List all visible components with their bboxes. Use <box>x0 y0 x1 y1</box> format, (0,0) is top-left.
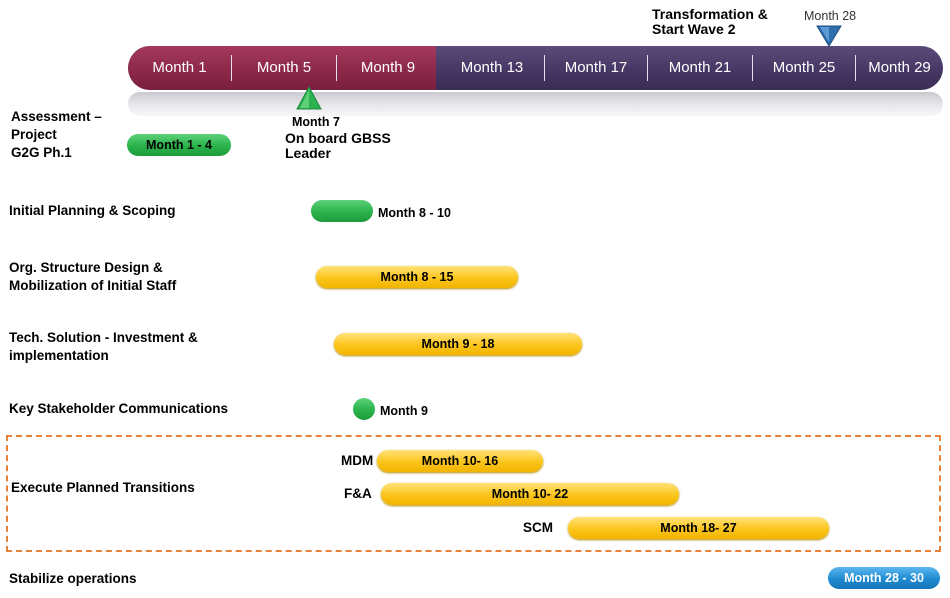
bar-comms-text: Month 9 <box>380 404 428 418</box>
timeline-month-29: Month 29 <box>868 59 931 76</box>
timeline-bar: Month 1 Month 5 Month 9 Month 13 Month 1… <box>128 46 943 90</box>
assessment-line1: Assessment – <box>11 109 102 124</box>
top-milestone-label: Transformation & Start Wave 2 <box>652 7 768 37</box>
timeline-month-25: Month 25 <box>772 59 836 76</box>
timeline-month-5: Month 5 <box>256 59 312 76</box>
bar-mdm: Month 10- 16 <box>377 450 543 472</box>
bottom-milestone-line2: Leader <box>285 145 331 161</box>
row-label-assessment: Assessment – Project G2G Ph.1 <box>11 108 102 162</box>
bar-scm: Month 18- 27 <box>568 517 829 539</box>
tech-line1: Tech. Solution - Investment & <box>9 330 198 345</box>
top-milestone-line1: Transformation & <box>652 6 768 22</box>
tech-line2: implementation <box>9 348 109 363</box>
timeline-phase-one-cover <box>288 46 436 90</box>
timeline-separator <box>544 55 545 81</box>
top-milestone-month: Month 28 <box>804 9 857 23</box>
bar-fa: Month 10- 22 <box>381 483 679 505</box>
bar-comms-dot <box>353 398 375 420</box>
down-triangle-icon <box>816 25 842 47</box>
bar-stabilize: Month 28 - 30 <box>828 567 940 589</box>
row-label-transitions: Execute Planned Transitions <box>11 480 195 495</box>
org-line2: Mobilization of Initial Staff <box>9 278 177 293</box>
mdm-label: MDM <box>341 453 374 468</box>
bar-org: Month 8 - 15 <box>316 266 518 288</box>
bar-planning-text: Month 8 - 10 <box>378 206 451 220</box>
row-label-tech: Tech. Solution - Investment & implementa… <box>9 329 198 365</box>
fa-label: F&A <box>344 486 372 501</box>
row-label-comms: Key Stakeholder Communications <box>9 401 229 416</box>
bar-assessment: Month 1 - 4 <box>127 134 231 156</box>
row-label-planning: Initial Planning & Scoping <box>9 203 176 218</box>
bottom-milestone-month: Month 7 <box>292 115 340 129</box>
bar-planning <box>311 200 373 222</box>
timeline-separator <box>647 55 648 81</box>
row-label-stabilize: Stabilize operations <box>9 571 137 586</box>
timeline-shadow <box>128 92 943 116</box>
transitions-box <box>6 435 941 552</box>
timeline-month-21: Month 21 <box>668 59 732 76</box>
row-label-org: Org. Structure Design & Mobilization of … <box>9 259 176 295</box>
assessment-line2: Project <box>11 127 57 142</box>
timeline-month-9: Month 9 <box>360 59 416 76</box>
bottom-milestone-label: On board GBSS Leader <box>285 131 391 161</box>
timeline-month-17: Month 17 <box>564 59 628 76</box>
bottom-milestone-line1: On board GBSS <box>285 130 391 146</box>
scm-label: SCM <box>523 520 553 535</box>
timeline-month-1: Month 1 <box>152 59 207 76</box>
timeline-separator <box>231 55 232 81</box>
bar-tech: Month 9 - 18 <box>334 333 582 355</box>
assessment-line3: G2G Ph.1 <box>11 145 72 160</box>
timeline-month-13: Month 13 <box>460 59 524 76</box>
timeline-separator <box>855 55 856 81</box>
org-line1: Org. Structure Design & <box>9 260 163 275</box>
timeline-separator <box>752 55 753 81</box>
timeline-separator <box>336 55 337 81</box>
top-milestone-line2: Start Wave 2 <box>652 21 736 37</box>
up-triangle-icon <box>296 86 322 110</box>
